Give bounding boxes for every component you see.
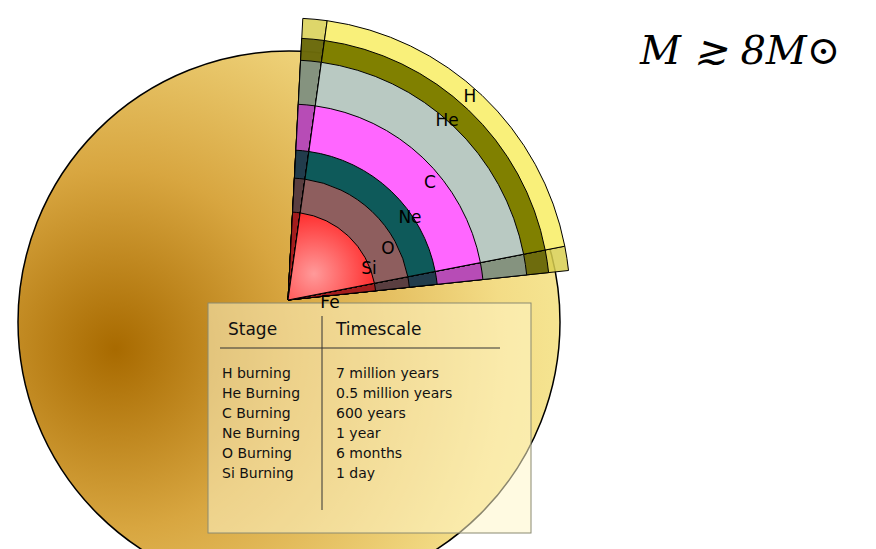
shell-band [288, 179, 408, 300]
table-header: Timescale [336, 321, 421, 338]
shell-band [288, 106, 480, 300]
table-cell: O Burning [222, 446, 292, 460]
table-rule [322, 316, 323, 510]
shell-band [288, 213, 374, 300]
table-box [208, 303, 531, 533]
table-cell: 1 day [336, 466, 375, 480]
table-cell: 6 months [336, 446, 402, 460]
layer-shells [288, 18, 569, 300]
mass-formula: M ≳ 8M⊙ [640, 30, 840, 70]
shell-band [288, 21, 565, 300]
shell-label: H [464, 88, 477, 105]
table-cell: 7 million years [336, 366, 439, 380]
table-cell: He Burning [222, 386, 300, 400]
table-cell: H burning [222, 366, 291, 380]
shell-label: Ne [398, 209, 421, 226]
shell-label: C [424, 174, 436, 191]
shell-band [288, 41, 545, 301]
shell-label: O [381, 240, 394, 257]
table-cell: Si Burning [222, 466, 294, 480]
table-cell: C Burning [222, 406, 291, 420]
shell-label: Si [361, 260, 377, 277]
table-rule [220, 348, 500, 349]
table-header: Stage [228, 321, 277, 338]
table-cell: Ne Burning [222, 426, 300, 440]
table-cell: 1 year [336, 426, 381, 440]
table-cell: 0.5 million years [336, 386, 452, 400]
table-cell: 600 years [336, 406, 406, 420]
shell-band [288, 62, 524, 300]
shell-label: Fe [320, 294, 339, 311]
shell-label: He [435, 112, 458, 129]
shell-band [288, 152, 435, 301]
